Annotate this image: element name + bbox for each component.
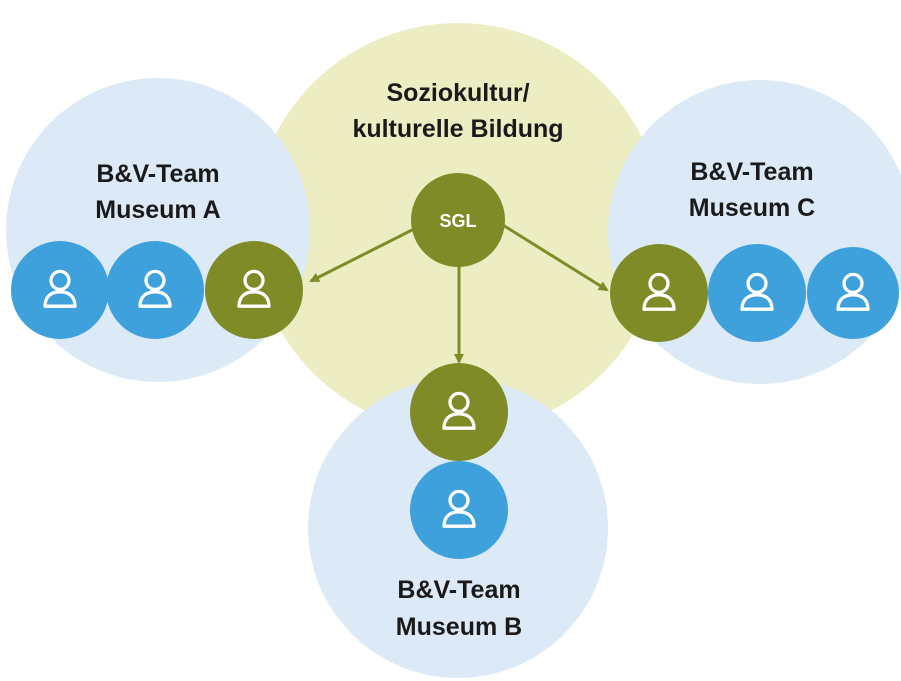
team-c-lead bbox=[610, 244, 708, 342]
sgl-label: SGL bbox=[439, 211, 476, 231]
team-c-member-1 bbox=[708, 244, 806, 342]
team-a-member-1 bbox=[11, 241, 109, 339]
center-title-line2: kulturelle Bildung bbox=[352, 115, 563, 143]
arrow-to-team-c bbox=[497, 220, 609, 292]
team-a-member-2 bbox=[106, 241, 204, 339]
center-title-line1: Soziokultur/ bbox=[386, 79, 529, 107]
team-a-title-line2: Museum A bbox=[95, 196, 220, 224]
team-c-title-line2: Museum C bbox=[689, 194, 815, 222]
team-b-title-line1: B&V-Team bbox=[397, 576, 520, 604]
team-c-title-line1: B&V-Team bbox=[690, 158, 813, 186]
team-b-lead bbox=[410, 363, 508, 461]
team-a-lead bbox=[205, 241, 303, 339]
team-c-member-2 bbox=[807, 247, 899, 339]
team-a-title-line1: B&V-Team bbox=[96, 160, 219, 188]
arrow-to-team-a bbox=[309, 226, 417, 283]
team-b-member-1 bbox=[410, 461, 508, 559]
sgl-hub bbox=[411, 173, 505, 267]
team-b-title-line2: Museum B bbox=[396, 613, 522, 641]
